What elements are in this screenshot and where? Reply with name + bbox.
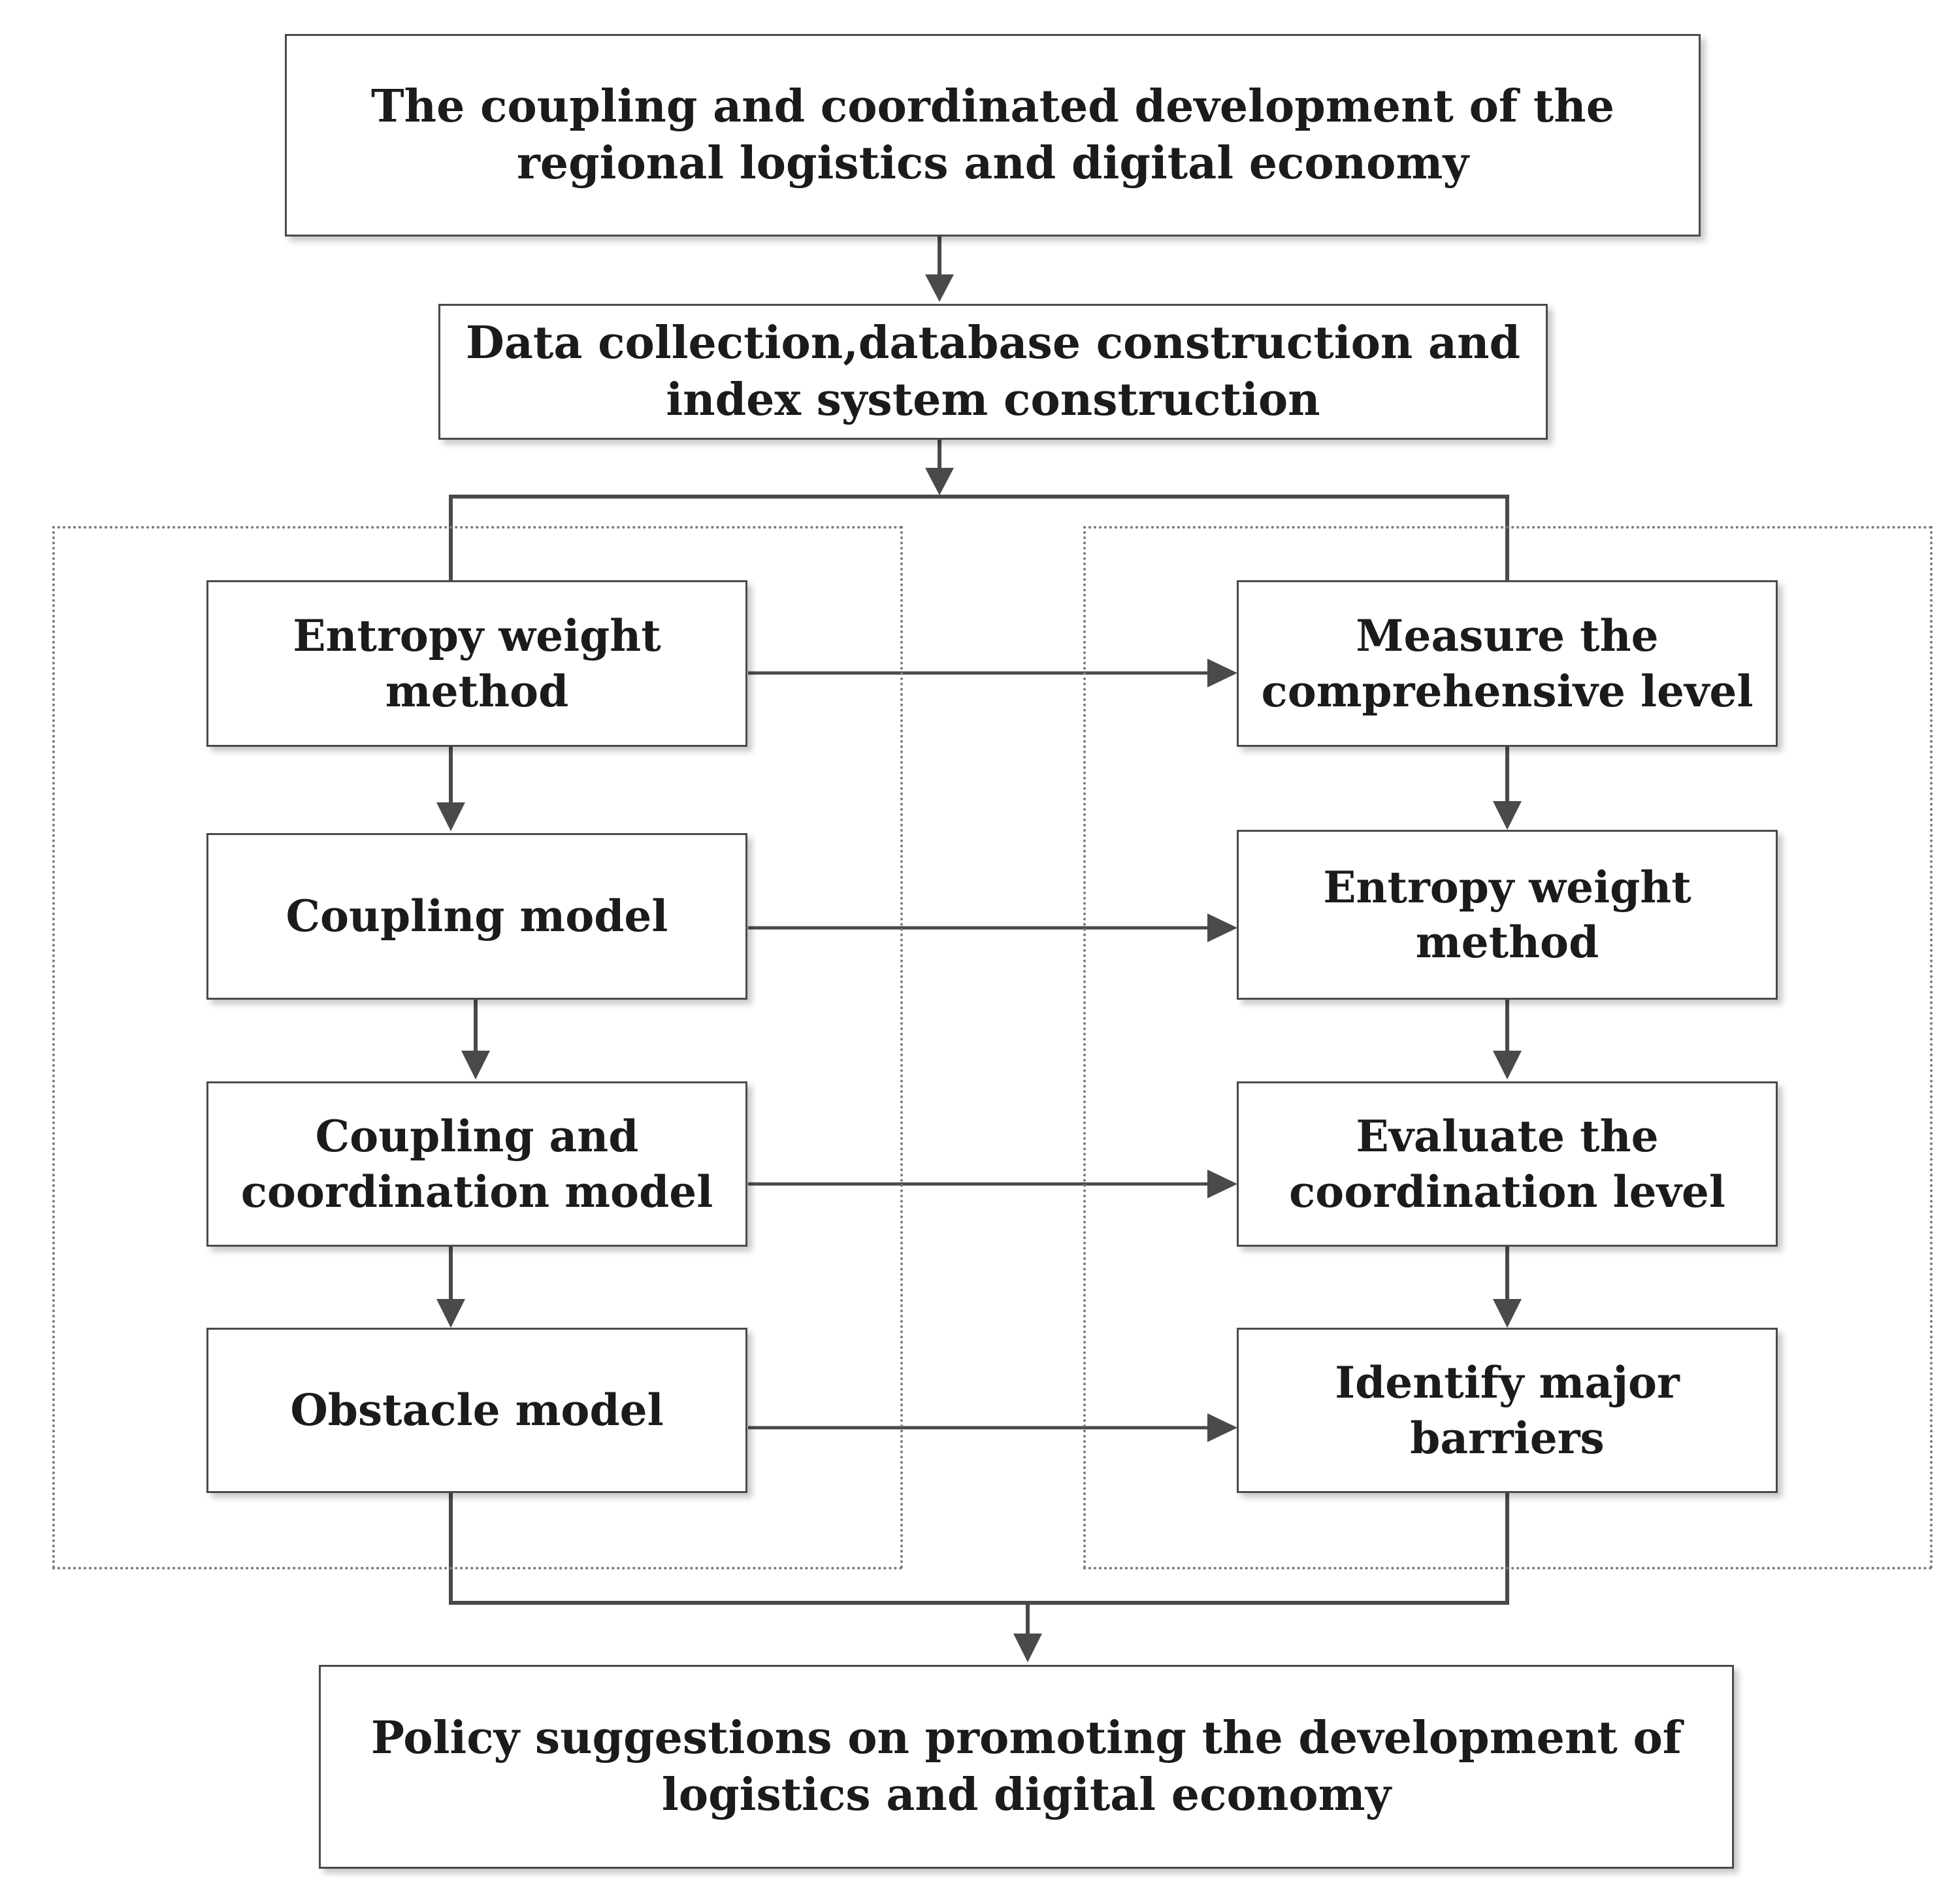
left-box-4-text: Obstacle model xyxy=(290,1385,664,1436)
data-collection-box-text: Data collection,database construction an… xyxy=(465,316,1521,426)
title-box-text: The coupling and coordinated development… xyxy=(371,80,1614,189)
right-box-2-text: Entropy weight method xyxy=(1323,861,1691,968)
data-collection-box: Data collection,database construction an… xyxy=(438,304,1548,440)
left-box-1-text: Entropy weight method xyxy=(293,610,661,717)
left-method-group xyxy=(52,526,903,1569)
arrow-data-to-split xyxy=(925,439,954,495)
arrow-row-3 xyxy=(748,1170,1237,1198)
arrow-left-2-to-3 xyxy=(461,1000,490,1079)
right-box-1-text: Measure the comprehensive level xyxy=(1261,610,1754,717)
right-box-evaluate-coordination-level: Evaluate the coordination level xyxy=(1237,1081,1778,1247)
arrow-row-4 xyxy=(748,1413,1237,1442)
split-connector xyxy=(449,495,1509,580)
left-box-entropy-weight-method: Entropy weight method xyxy=(206,580,747,747)
arrow-right-2-to-3 xyxy=(1493,1000,1522,1079)
merge-connector xyxy=(449,1493,1509,1605)
right-box-entropy-weight-method: Entropy weight method xyxy=(1237,830,1778,1000)
right-analysis-group xyxy=(1083,526,1933,1569)
right-box-3-text: Evaluate the coordination level xyxy=(1289,1111,1725,1217)
arrow-title-to-data xyxy=(925,235,954,302)
left-box-coupling-coordination-model: Coupling and coordination model xyxy=(206,1081,747,1247)
right-box-4-text: Identify major barriers xyxy=(1335,1357,1680,1464)
left-box-obstacle-model: Obstacle model xyxy=(206,1328,747,1493)
right-box-identify-major-barriers: Identify major barriers xyxy=(1237,1328,1778,1493)
arrow-row-1 xyxy=(748,659,1237,687)
left-box-2-text: Coupling model xyxy=(286,891,668,942)
title-box: The coupling and coordinated development… xyxy=(285,34,1701,237)
arrow-left-3-to-4 xyxy=(436,1247,465,1328)
arrow-left-1-to-2 xyxy=(436,747,465,831)
policy-suggestions-box-text: Policy suggestions on promoting the deve… xyxy=(370,1711,1682,1821)
arrow-right-3-to-4 xyxy=(1493,1247,1522,1328)
left-box-coupling-model: Coupling model xyxy=(206,833,747,1000)
right-box-measure-comprehensive-level: Measure the comprehensive level xyxy=(1237,580,1778,747)
policy-suggestions-box: Policy suggestions on promoting the deve… xyxy=(319,1665,1734,1869)
arrow-row-2 xyxy=(748,913,1237,942)
left-box-3-text: Coupling and coordination model xyxy=(240,1111,713,1217)
arrow-merge-to-policy xyxy=(1013,1603,1042,1662)
arrow-right-1-to-2 xyxy=(1493,747,1522,830)
